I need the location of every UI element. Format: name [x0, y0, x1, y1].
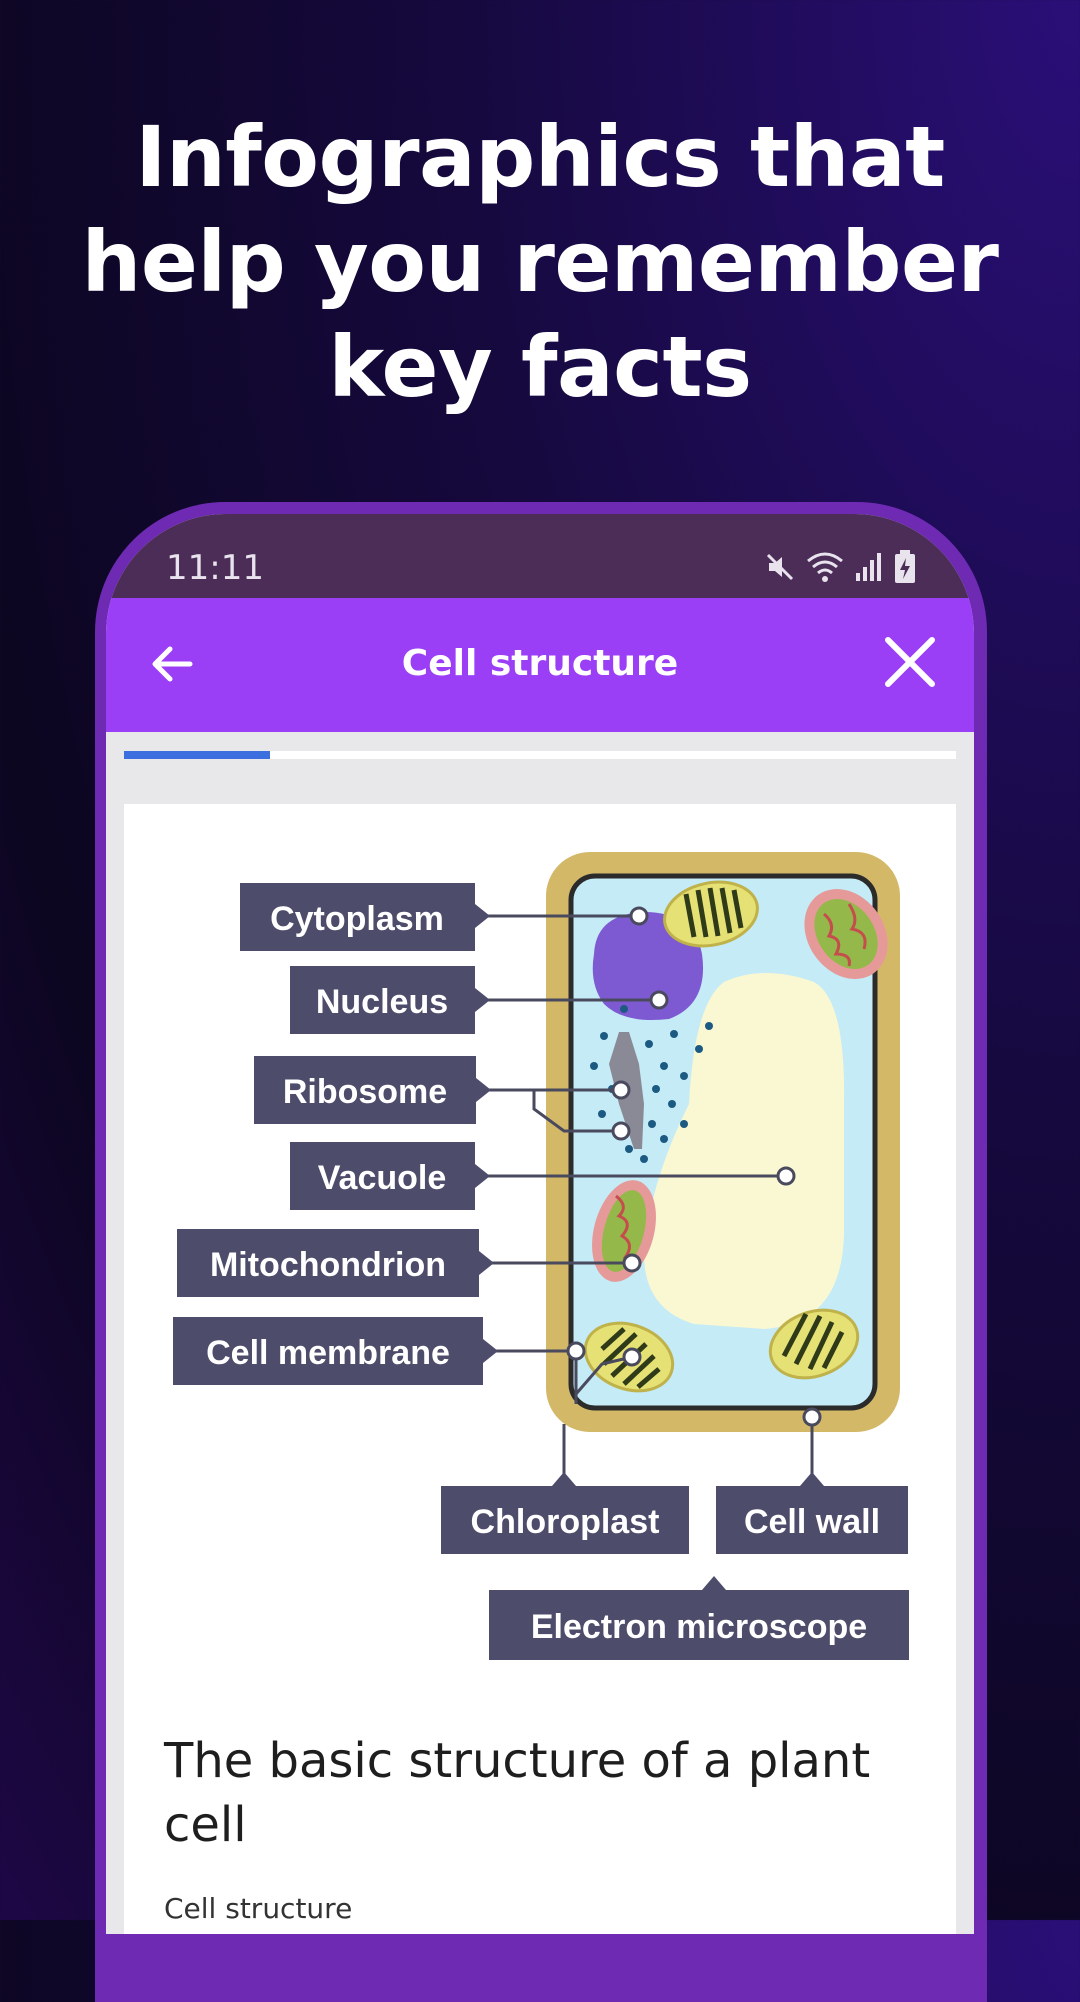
- infographic-card: Cytoplasm Nucleus Ribosome Vacuole Mitoc: [124, 804, 956, 1934]
- phone-screen: 11:11: [106, 514, 974, 1934]
- vacuole-shape: [644, 973, 845, 1329]
- signal-icon: [856, 553, 881, 581]
- label-vacuole-text: Vacuole: [318, 1159, 447, 1197]
- label-cell-wall: Cell wall: [716, 1472, 908, 1554]
- label-cell-membrane: Cell membrane: [173, 1317, 498, 1385]
- label-electron-microscope: Electron microscope: [489, 1576, 909, 1660]
- label-cell-membrane-text: Cell membrane: [206, 1334, 450, 1372]
- label-cytoplasm: Cytoplasm: [240, 883, 490, 951]
- page-title: Cell structure: [401, 643, 679, 684]
- mute-icon: [766, 553, 794, 581]
- mitochondrion-left: [592, 1180, 656, 1282]
- label-nucleus: Nucleus: [290, 966, 490, 1034]
- label-electron-microscope-text: Electron microscope: [531, 1608, 867, 1646]
- plant-cell-diagram: Cytoplasm Nucleus Ribosome Vacuole Mitoc: [173, 852, 909, 1660]
- status-bar: 11:11: [106, 514, 974, 598]
- chloroplast-bottom-right: [768, 1308, 860, 1380]
- label-mitochondrion: Mitochondrion: [177, 1229, 494, 1297]
- headline-line-1: Infographics that: [135, 108, 945, 206]
- label-mitochondrion-text: Mitochondrion: [210, 1246, 446, 1284]
- app-bar: Cell structure: [106, 598, 974, 732]
- label-ribosome: Ribosome: [254, 1056, 491, 1124]
- mitochondrion-top: [804, 889, 888, 979]
- close-icon[interactable]: [882, 634, 938, 690]
- progress-fill: [124, 751, 270, 759]
- label-chloroplast-text: Chloroplast: [471, 1503, 660, 1541]
- label-chloroplast: Chloroplast: [441, 1472, 689, 1554]
- label-vacuole: Vacuole: [290, 1142, 490, 1210]
- status-icons: [764, 550, 916, 584]
- battery-charging-icon: [895, 550, 915, 583]
- chloroplast-top: [663, 880, 759, 948]
- headline: Infographics that help you remember key …: [0, 105, 1080, 420]
- leader-lines: [481, 914, 814, 1474]
- leader-dots: [566, 906, 822, 1427]
- infographic-caption: The basic structure of a plant cell: [164, 1733, 871, 1853]
- label-cytoplasm-text: Cytoplasm: [270, 900, 444, 938]
- status-time: 11:11: [166, 548, 264, 588]
- wifi-icon: [807, 552, 843, 582]
- label-ribosome-text: Ribosome: [283, 1073, 447, 1111]
- arrow-left-icon[interactable]: [146, 638, 198, 690]
- ribosome-dots: [590, 1005, 713, 1163]
- headline-line-3: key facts: [328, 318, 752, 416]
- label-cell-wall-text: Cell wall: [744, 1503, 880, 1541]
- progress-bar: [124, 751, 956, 759]
- headline-line-2: help you remember: [81, 213, 999, 311]
- infographic-subtext: Cell structure: [164, 1892, 353, 1925]
- label-nucleus-text: Nucleus: [316, 983, 448, 1021]
